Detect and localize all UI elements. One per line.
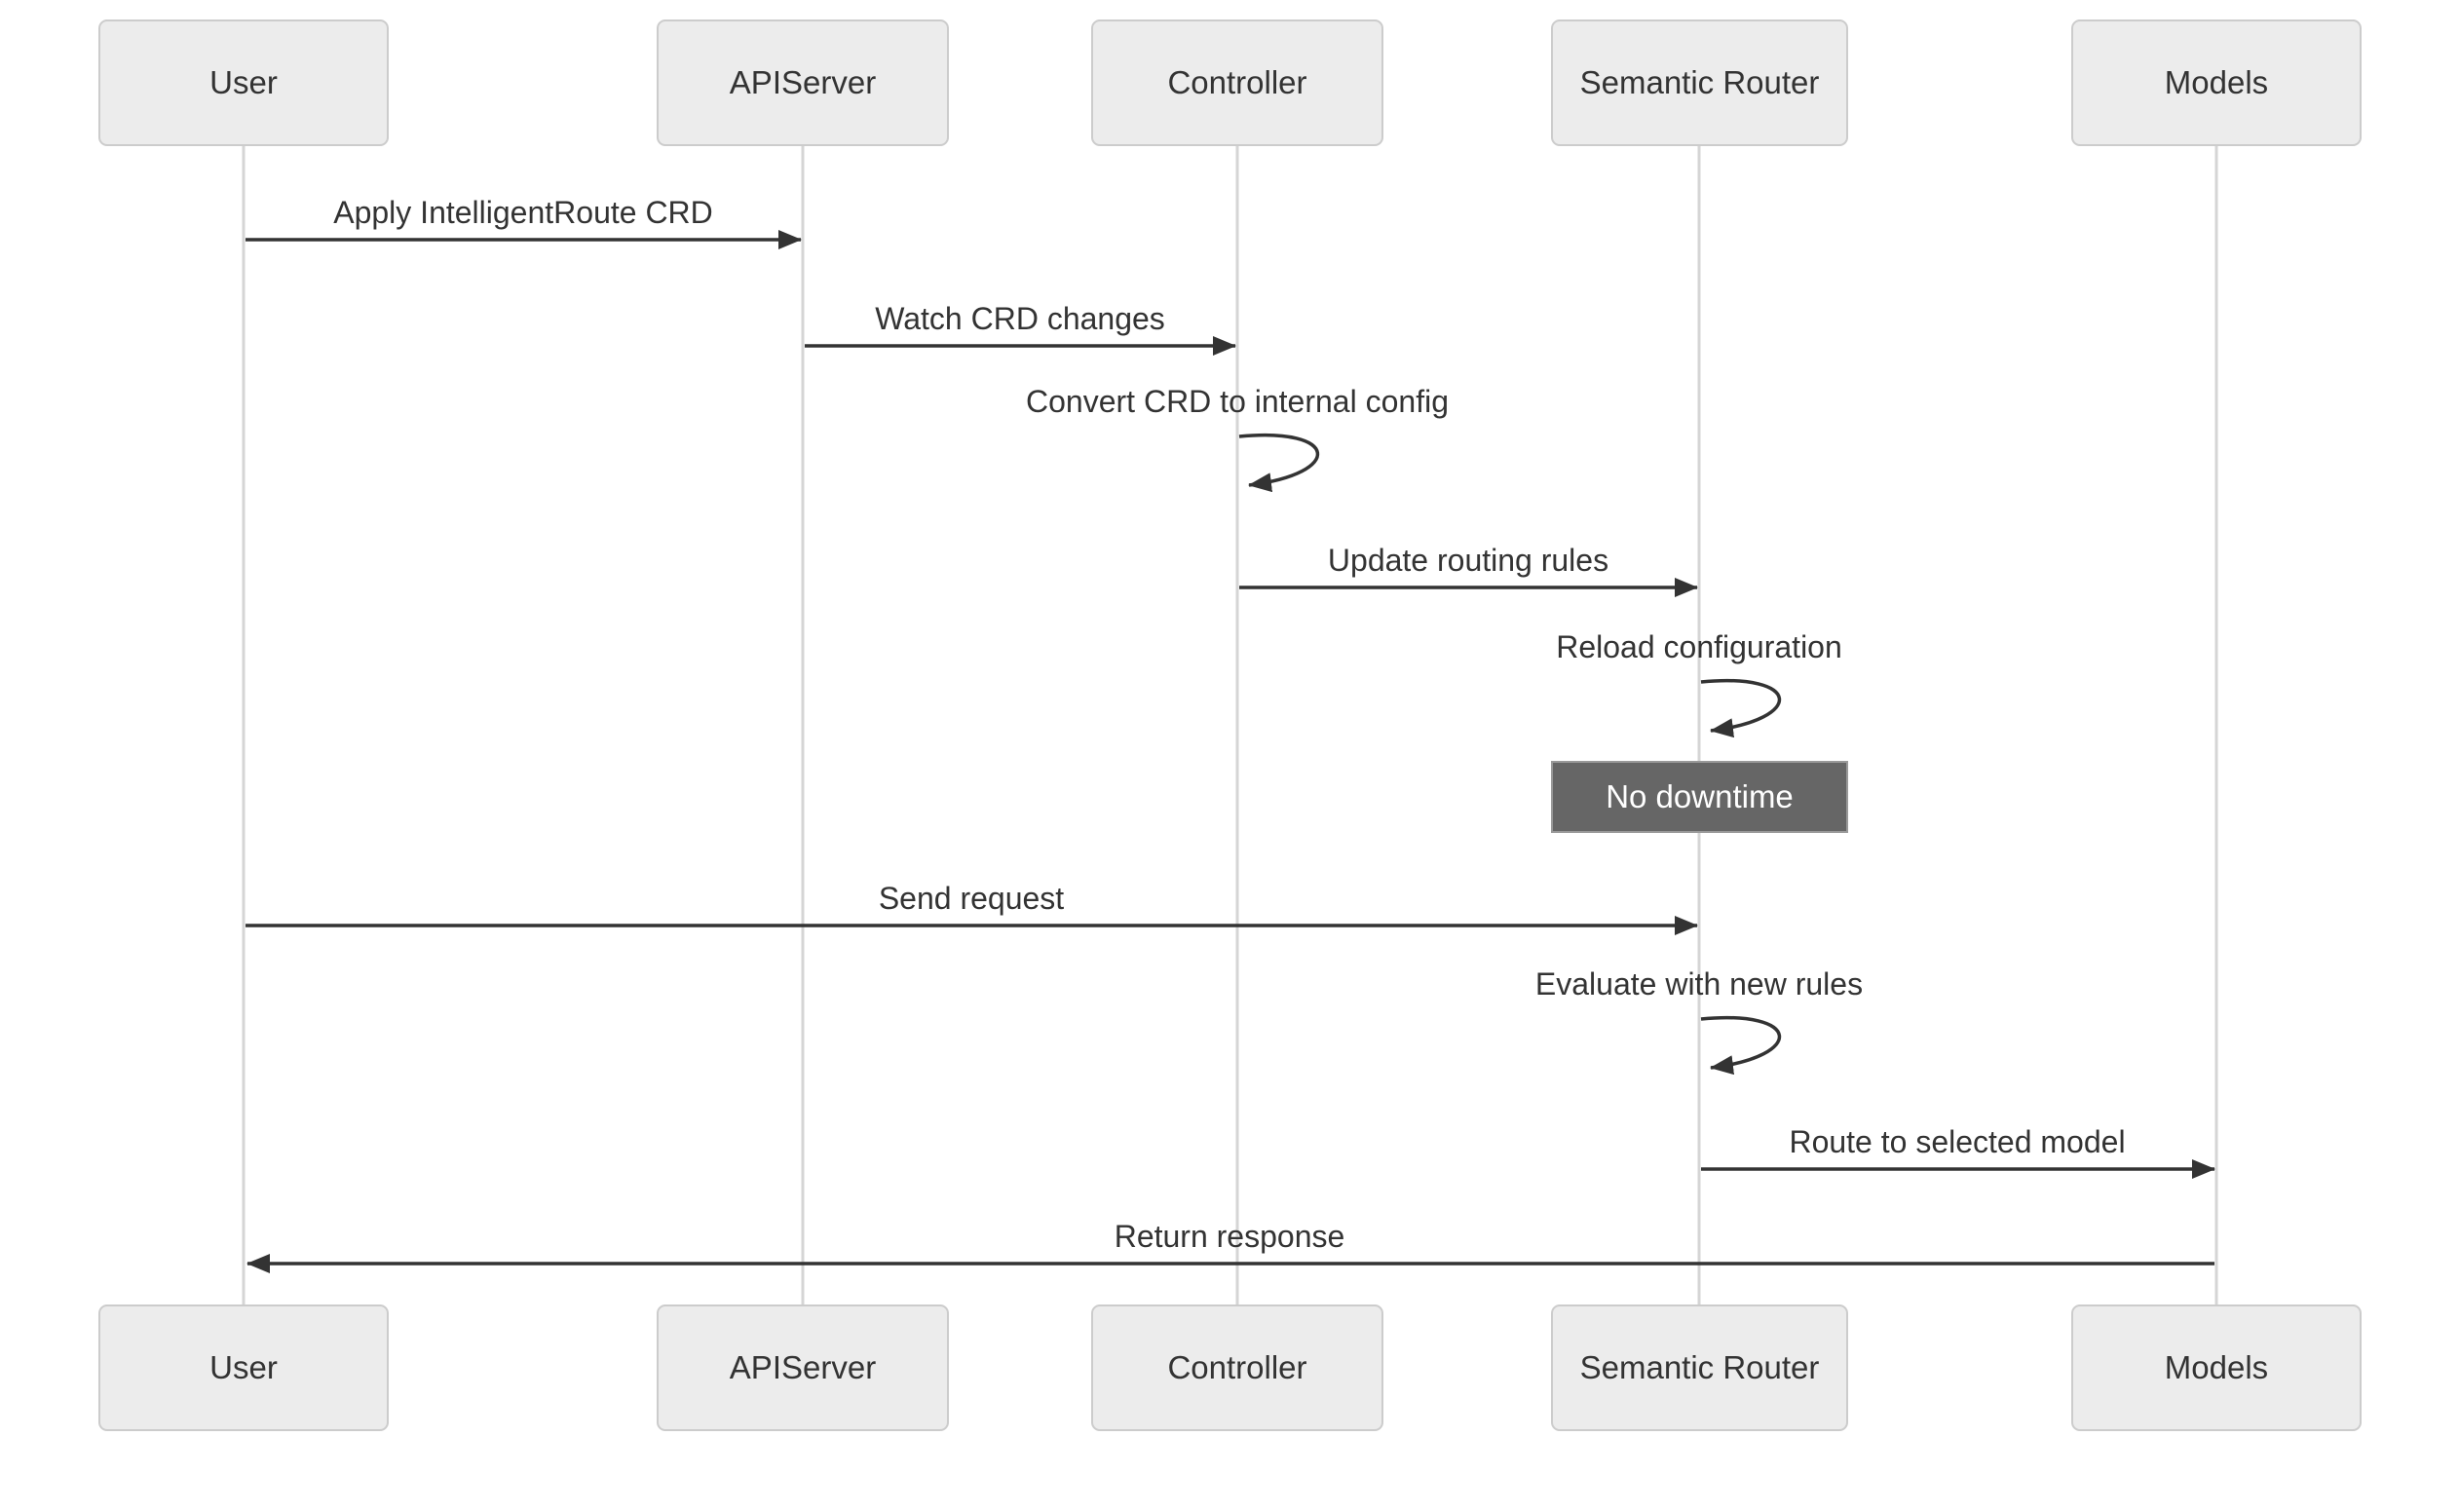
actor-bottom-apiserver: APIServer [657, 1304, 949, 1431]
self-loop-reload-configuration [1700, 679, 1782, 738]
actor-top-semantic-router: Semantic Router [1551, 19, 1848, 146]
note-no-downtime: No downtime [1551, 761, 1848, 833]
message-label-route-to-selected-model: Route to selected model [1789, 1124, 2126, 1159]
actor-bottom-user: User [98, 1304, 389, 1431]
message-label-watch-crd-changes: Watch CRD changes [875, 301, 1165, 336]
actor-top-apiserver: APIServer [657, 19, 949, 146]
self-loop-evaluate-with-new-rules [1700, 1016, 1782, 1076]
message-label-update-routing-rules: Update routing rules [1327, 543, 1609, 578]
message-label-apply-intelligentroute-crd: Apply IntelligentRoute CRD [333, 195, 713, 230]
actor-bottom-controller: Controller [1091, 1304, 1383, 1431]
message-label-send-request: Send request [878, 881, 1065, 916]
message-label-convert-crd-to-internal-config: Convert CRD to internal config [1026, 384, 1449, 419]
actor-bottom-semantic-router: Semantic Router [1551, 1304, 1848, 1431]
message-label-return-response: Return response [1114, 1219, 1345, 1254]
message-label-reload-configuration: Reload configuration [1556, 629, 1842, 664]
actor-top-user: User [98, 19, 389, 146]
actor-top-models: Models [2071, 19, 2362, 146]
actor-bottom-models: Models [2071, 1304, 2362, 1431]
actor-top-controller: Controller [1091, 19, 1383, 146]
message-label-evaluate-with-new-rules: Evaluate with new rules [1534, 966, 1864, 1002]
self-loop-convert-crd-to-internal-config [1238, 434, 1320, 493]
